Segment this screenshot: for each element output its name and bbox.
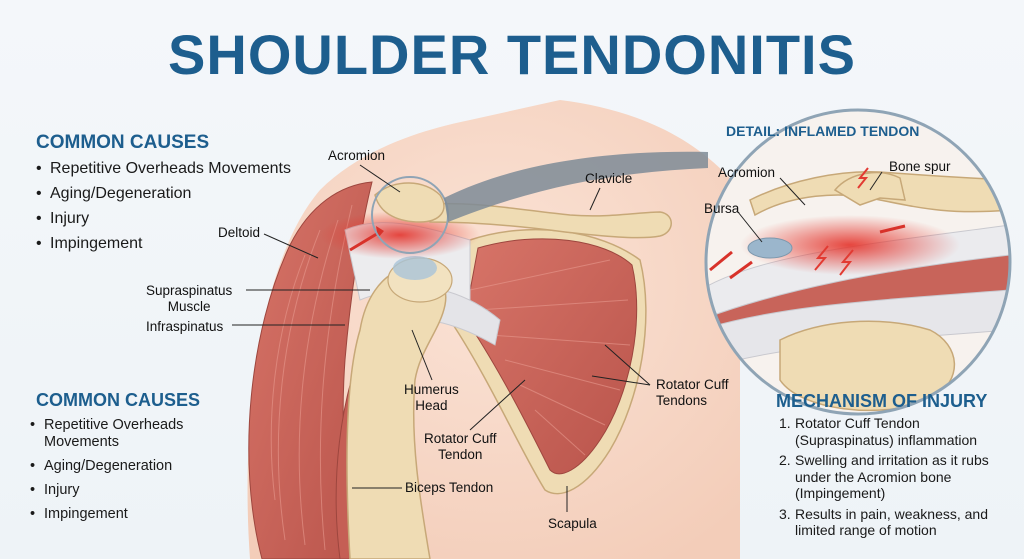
list-item: 2. Swelling and irritation as it rubs un… xyxy=(779,452,1019,502)
page-title: SHOULDER TENDONITIS xyxy=(168,23,856,86)
list-item: 1. Rotator Cuff Tendon (Supraspinatus) i… xyxy=(779,415,1019,448)
list-item: Injury xyxy=(30,482,230,499)
item-line: under the Acromion bone xyxy=(795,468,952,485)
list-number: 1. xyxy=(779,415,791,431)
detail-inflamed xyxy=(740,215,960,275)
item-line: Rotator Cuff Tendon xyxy=(795,415,920,431)
list-item: Impingement xyxy=(36,235,291,254)
list-item: Repetitive Overheads Movements xyxy=(30,417,230,451)
item-line: (Impingement) xyxy=(795,485,886,502)
causes-top-list: Repetitive Overheads Movements Aging/Deg… xyxy=(36,160,291,260)
inflammation-glow xyxy=(320,211,480,259)
label-scapula: Scapula xyxy=(548,516,597,531)
label-rotator-cuff-tendon: Rotator Cuff Tendon xyxy=(424,431,497,462)
detail-label-bursa: Bursa xyxy=(704,201,740,216)
list-item: Impingement xyxy=(30,506,230,523)
label-line: Tendons xyxy=(656,392,708,408)
causes-bottom-list: Repetitive Overheads Movements Aging/Deg… xyxy=(30,417,230,531)
label-supraspinatus: Supraspinatus Muscle xyxy=(146,283,232,314)
list-item: Injury xyxy=(36,210,291,229)
rotator-cuff-muscle xyxy=(464,238,638,475)
list-number: 2. xyxy=(779,452,791,469)
detail-circle-border xyxy=(704,108,1012,416)
label-infraspinatus: Infraspinatus xyxy=(146,319,224,334)
label-deltoid: Deltoid xyxy=(218,225,261,240)
label-line: Muscle xyxy=(167,298,211,314)
label-line: Rotator Cuff xyxy=(424,431,497,446)
item-line: (Supraspinatus) inflammation xyxy=(795,431,978,448)
list-item: Aging/Degeneration xyxy=(30,458,230,475)
list-item: 3. Results in pain, weakness, and limite… xyxy=(779,506,1019,539)
label-clavicle: Clavicle xyxy=(585,171,633,186)
list-number: 3. xyxy=(779,505,791,522)
mechanism-heading: MECHANISM OF INJURY xyxy=(776,391,988,411)
label-line: Head xyxy=(415,397,448,413)
label-acromion: Acromion xyxy=(328,148,386,163)
item-line: limited range of motion xyxy=(795,522,937,539)
label-biceps-tendon: Biceps Tendon xyxy=(405,480,494,495)
clavicle-bone xyxy=(418,202,672,239)
causes-bottom-heading: COMMON CAUSES xyxy=(36,390,201,410)
list-item: Repetitive Overheads Movements xyxy=(36,160,291,179)
item-line: Results in pain, weakness, and xyxy=(795,505,988,522)
pain-arrow xyxy=(349,230,381,252)
mechanism-list: 1. Rotator Cuff Tendon (Supraspinatus) i… xyxy=(779,415,1019,543)
detail-label-bone-spur: Bone spur xyxy=(889,159,951,174)
label-line: Humerus xyxy=(404,382,459,397)
label-rotator-cuff-tendons: Rotator Cuff Tendons xyxy=(656,377,729,408)
label-line: Rotator Cuff xyxy=(656,377,729,392)
detail-head xyxy=(779,320,956,412)
detail-bursa xyxy=(747,237,793,259)
detail-label-acromion: Acromion xyxy=(718,165,776,180)
item-line: Swelling and irritation as it rubs xyxy=(795,452,989,469)
label-humerus-head: Humerus Head xyxy=(404,382,459,413)
label-line: Tendon xyxy=(438,446,483,462)
pointer-band xyxy=(444,151,708,222)
detail-heading: DETAIL: INFLAMED TENDON xyxy=(726,123,920,139)
label-line: Supraspinatus xyxy=(146,283,233,298)
acromion-bone xyxy=(374,182,445,223)
bursa-blue xyxy=(393,256,437,280)
list-item: Aging/Degeneration xyxy=(36,185,291,204)
causes-top-heading: COMMON CAUSES xyxy=(36,132,210,153)
